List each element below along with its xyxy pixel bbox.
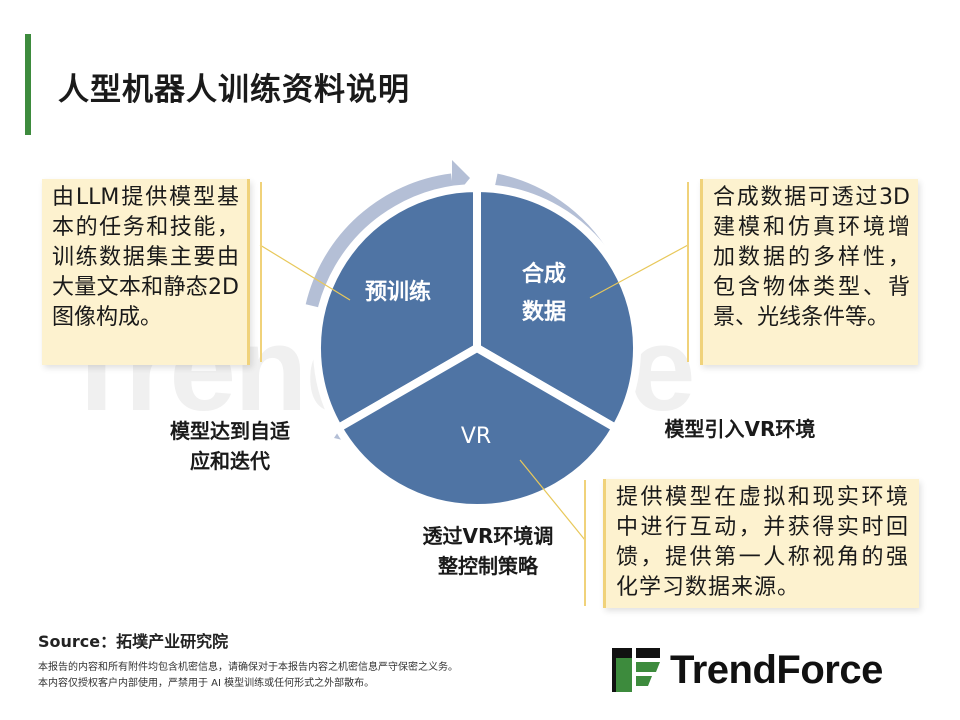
transition-label-adjust-policy: 透过VR环境调 整控制策略 [422,524,554,578]
note-pretraining: 由LLM提供模型基本的任务和技能，训练数据集主要由大量文本和静态2D图像构成。 [42,179,250,365]
leader-line-bottom [519,459,586,541]
logo-text: TrendForce [670,647,883,692]
disclaimer-line-1: 本报告的内容和所有附件均包含机密信息，请确保对于本报告内容之机密信息严守保密之义… [38,662,458,673]
source-text: Source：拓墣产业研究院 [38,632,229,651]
segment-label-synthetic: 合成 数据 [521,262,566,325]
ring-arc-top [305,173,453,308]
page-title: 人型机器人训练资料说明 [58,72,410,108]
segment-label-pretraining: 预训练 [364,280,431,305]
trendforce-logo-icon [612,648,660,692]
transition-label-adaptive-iteration: 模型达到自适 应和迭代 [170,419,290,473]
leader-line-left [259,244,351,301]
trendforce-logo: TrendForce [612,646,883,694]
disclaimer-line-2: 本内容仅授权客户内部使用，严禁用于 AI 模型训练或任何形式之外部散布。 [38,678,375,689]
segment-label-vr: VR [460,424,492,449]
note-synthetic-data: 合成数据可透过3D建模和仿真环境增加数据的多样性，包含物体类型、背景、光线条件等… [700,179,918,365]
note-vr: 提供模型在虚拟和现实环境中进行互动，并获得实时回馈，提供第一人称视角的强化学习数… [603,479,919,608]
transition-label-enter-vr: 模型引入VR环境 [664,417,816,441]
title-accent-bar [25,34,31,135]
segment-vr [332,343,622,513]
leader-line-right [589,244,689,299]
